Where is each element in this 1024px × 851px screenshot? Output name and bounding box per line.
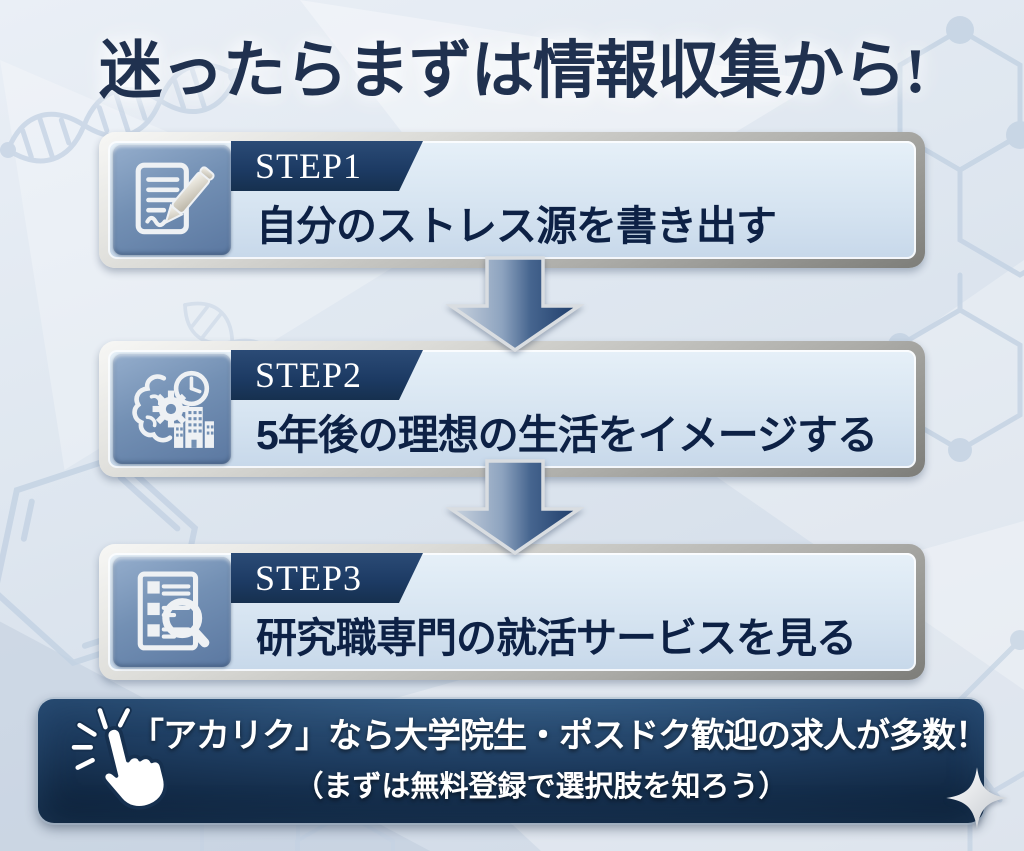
sparkle-icon [945, 764, 1009, 832]
step1-panel: STEP1 自分のストレス源を書き出す [108, 141, 916, 259]
step3-badge: STEP3 [231, 553, 423, 603]
down-arrow-icon [445, 459, 585, 555]
step1-card: STEP1 自分のストレス源を書き出す [99, 132, 925, 268]
page-title: 迷ったらまずは情報収集から! [99, 36, 926, 106]
step2-card: STEP2 5年後の理想の生活をイメージする [99, 341, 925, 477]
step3-badge-label: STEP3 [255, 558, 363, 598]
step2-text: 5年後の理想の生活をイメージする [256, 412, 878, 458]
step3-text: 研究職専門の就活サービスを見る [256, 615, 857, 661]
cta-headline: 「アカリク」なら大学院生・ポスドク歓迎の求人が多数！ [130, 718, 989, 755]
document-magnifier-icon [113, 557, 231, 667]
step2-badge-label: STEP2 [255, 355, 363, 395]
step2-panel: STEP2 5年後の理想の生活をイメージする [108, 350, 916, 468]
step1-text: 自分のストレス源を書き出す [256, 203, 777, 249]
cta-banner[interactable]: 「アカリク」なら大学院生・ポスドク歓迎の求人が多数！ （まずは無料登録で選択肢を… [38, 699, 989, 823]
step2-badge: STEP2 [231, 350, 423, 400]
brain-gear-clock-building-icon [113, 354, 231, 464]
down-arrow-icon [445, 256, 585, 352]
step1-badge: STEP1 [231, 141, 423, 191]
document-pen-icon [113, 145, 231, 255]
step1-badge-label: STEP1 [255, 146, 363, 186]
step3-card: STEP3 研究職専門の就活サービスを見る [99, 544, 925, 680]
click-hand-icon [60, 703, 186, 823]
cta-subline: （まずは無料登録で選択肢を知ろう） [294, 771, 788, 803]
step3-panel: STEP3 研究職専門の就活サービスを見る [108, 553, 916, 671]
